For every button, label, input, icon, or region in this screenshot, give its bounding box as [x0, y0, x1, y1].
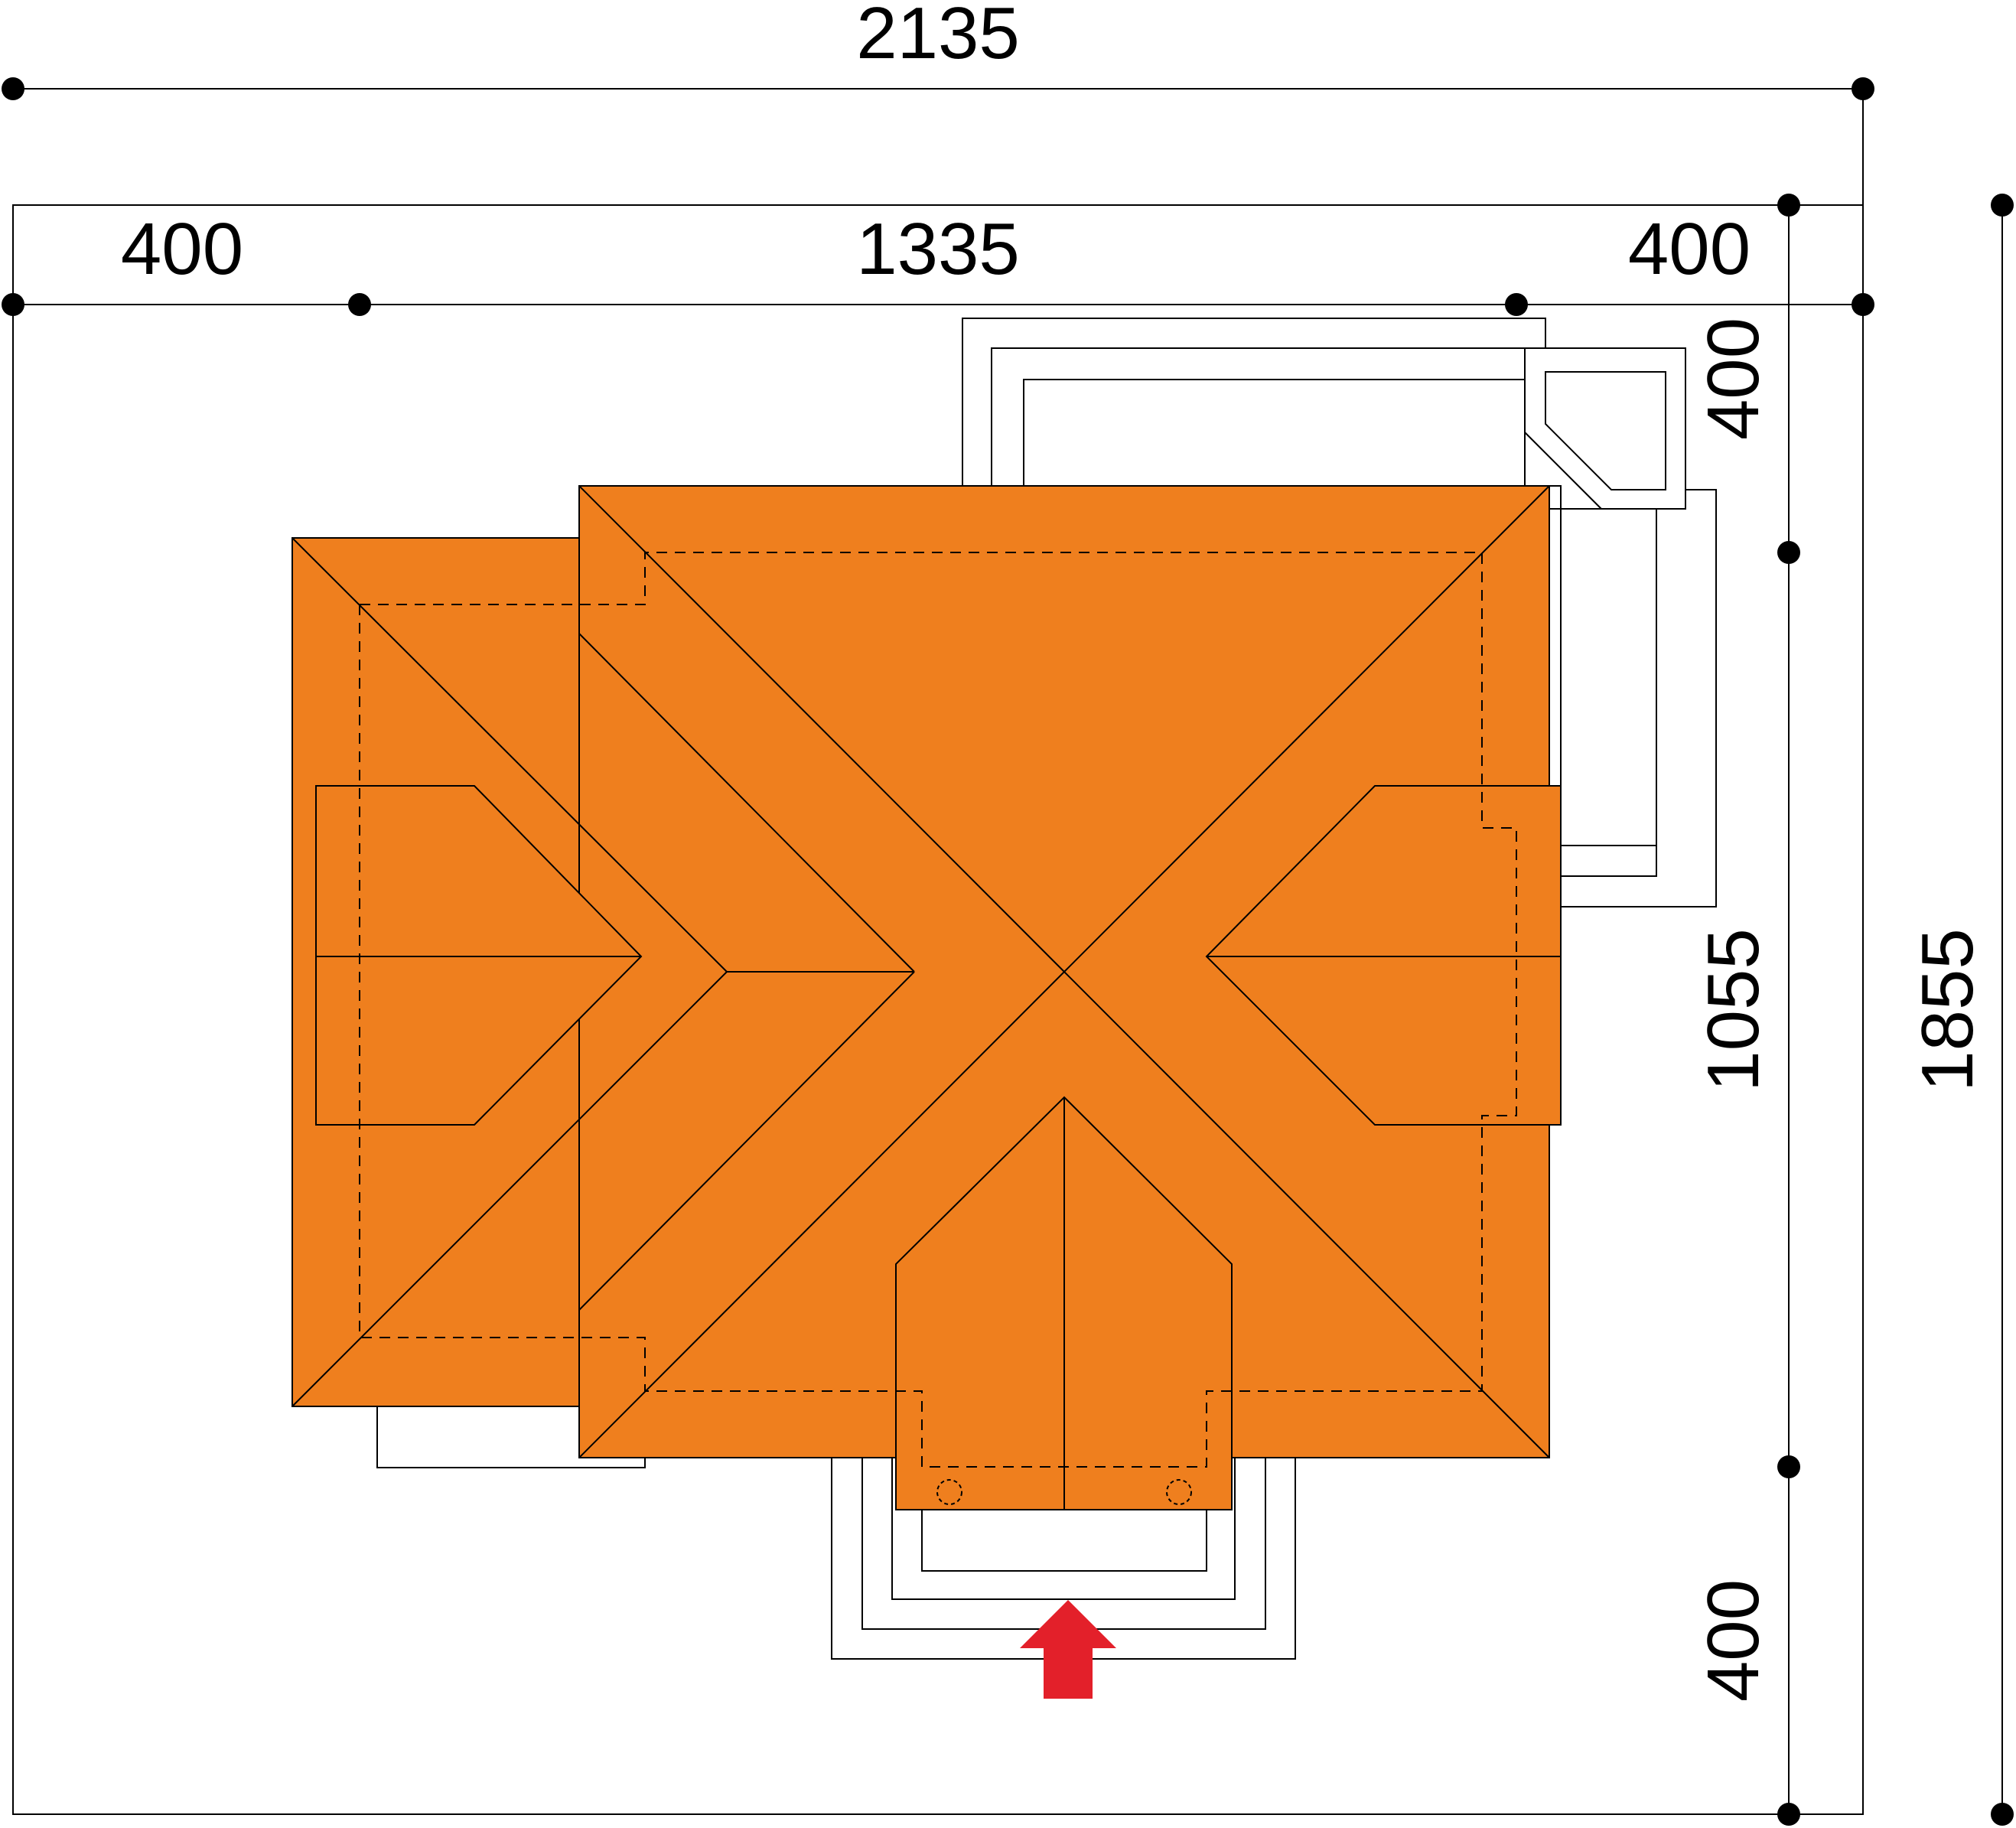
- roof-left-dormer: [315, 785, 643, 1126]
- wall-outline-dashed: [359, 552, 1517, 1468]
- dim-bottom-setback: 400: [1692, 1579, 1774, 1702]
- roof-lines: [291, 485, 1562, 1510]
- entrance-arrow-up-icon: [1020, 1600, 1116, 1699]
- dim-building-width: 1335: [856, 208, 1020, 290]
- corner-planter-inner: [1545, 371, 1666, 490]
- dimension-lines: [13, 88, 2003, 1814]
- plot-boundary: [12, 204, 1864, 1815]
- roof-right-dormer: [1205, 785, 1562, 1126]
- dim-building-depth: 1055: [1692, 928, 1774, 1092]
- dim-overall-depth: 1855: [1907, 928, 1988, 1092]
- dim-overall-width: 2135: [856, 0, 1020, 74]
- dim-left-setback: 400: [121, 208, 243, 290]
- downpipes: [936, 1479, 1192, 1505]
- dim-top-setback: 400: [1692, 318, 1774, 440]
- dim-right-setback: 400: [1628, 208, 1751, 290]
- dimension-ticks: [2, 77, 2014, 1826]
